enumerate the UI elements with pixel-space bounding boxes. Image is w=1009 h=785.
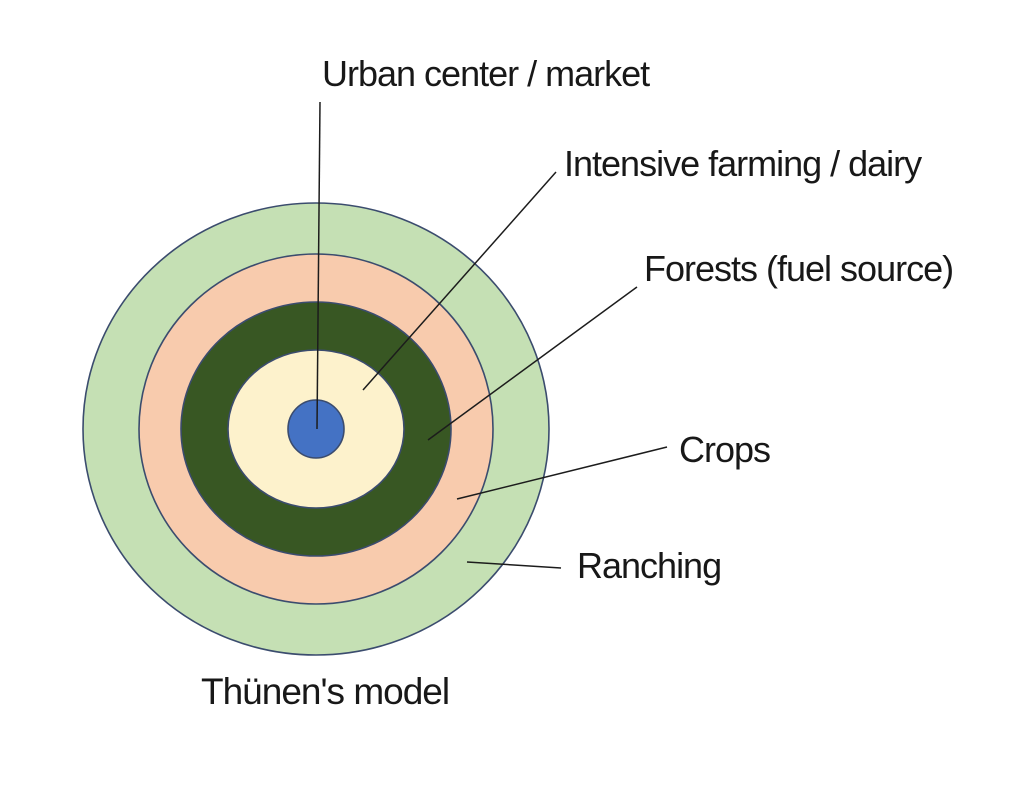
label-intensive-farming: Intensive farming / dairy [564, 143, 922, 184]
leader-line-0 [316, 101, 321, 430]
diagram-title: Thünen's model [201, 671, 450, 712]
leader-line-3 [456, 446, 668, 500]
concentric-rings [82, 202, 550, 656]
leader-line-4 [466, 561, 562, 569]
leader-line-2 [427, 286, 638, 441]
label-crops: Crops [679, 429, 771, 470]
label-forests: Forests (fuel source) [644, 248, 954, 289]
leader-lines [316, 101, 668, 569]
ring-urban-center-zone [287, 399, 345, 459]
label-urban-center: Urban center / market [322, 53, 650, 94]
leader-line-1 [362, 171, 557, 391]
label-ranching: Ranching [577, 545, 722, 586]
